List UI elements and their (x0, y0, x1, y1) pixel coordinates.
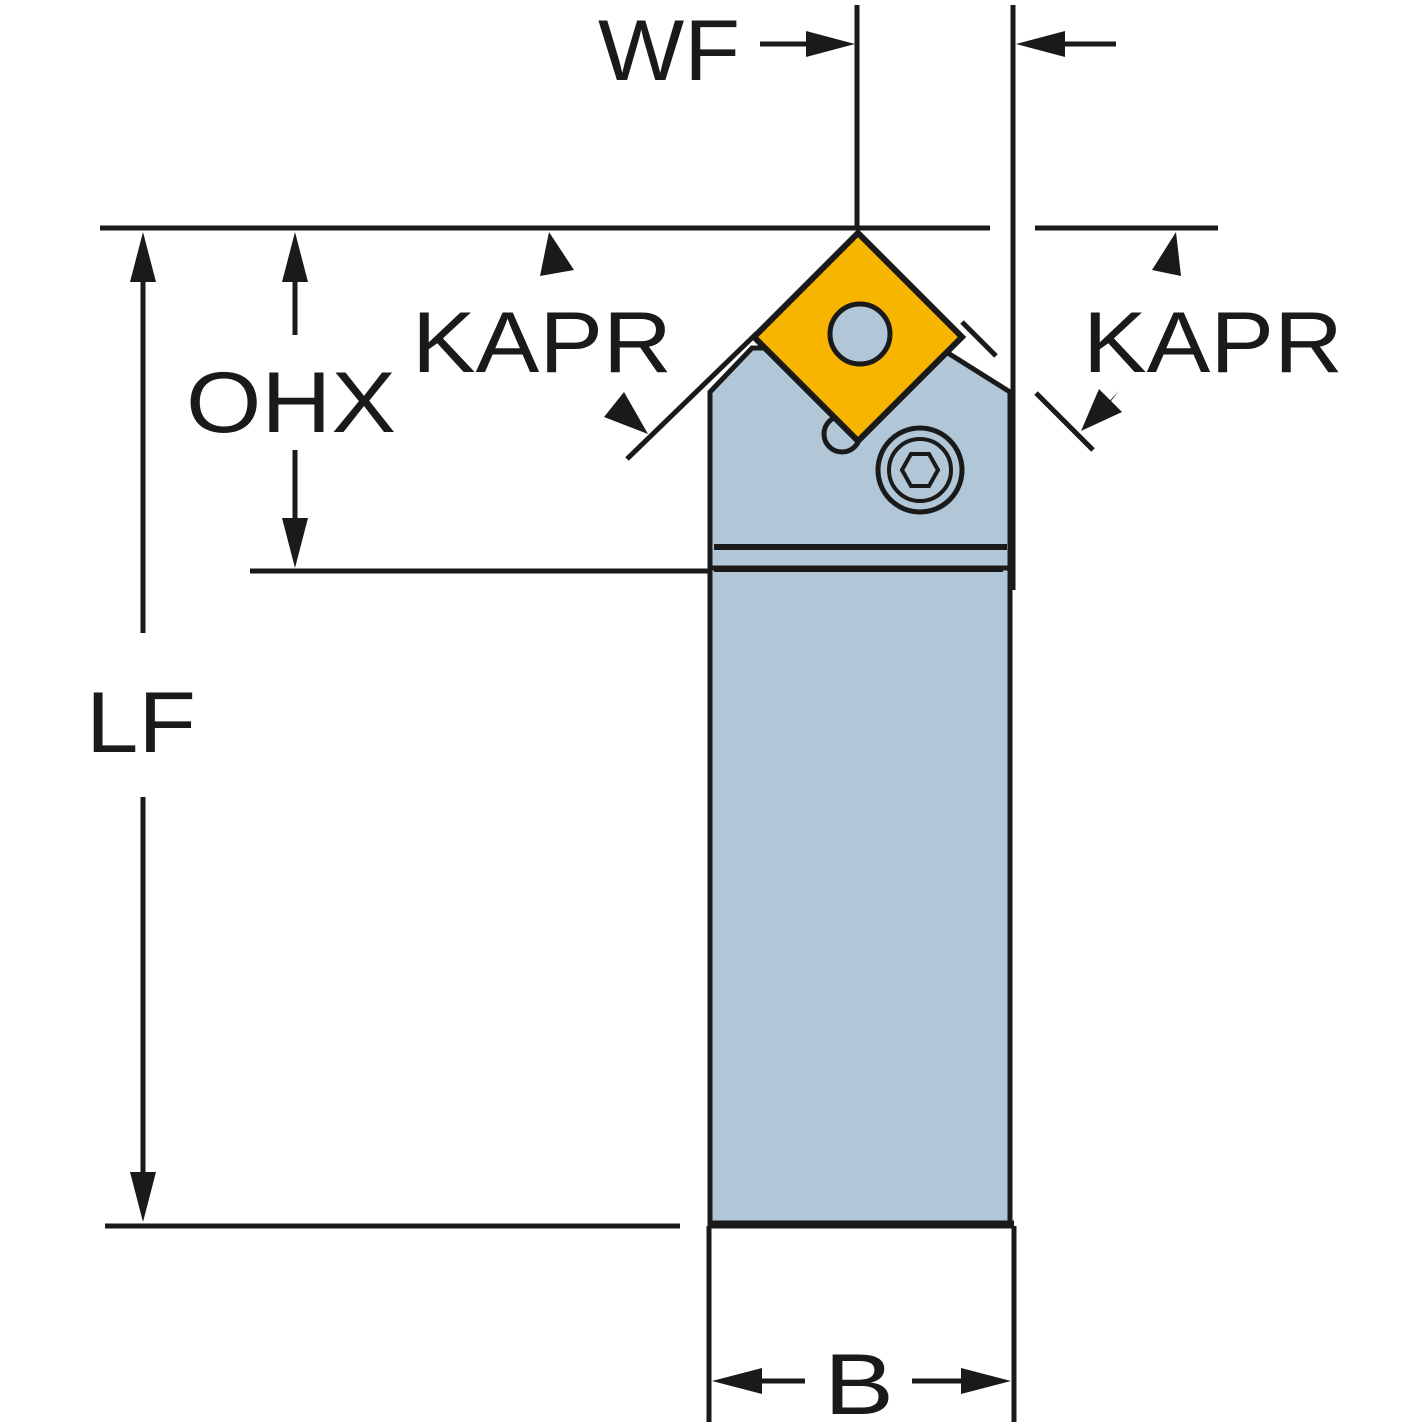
kapr-right-dimension: KAPR (1034, 232, 1343, 452)
square-insert (749, 228, 967, 446)
hex-socket-screw-icon (875, 425, 965, 515)
kapr-right-label: KAPR (1083, 295, 1343, 391)
ohx-label: OHX (186, 355, 396, 451)
kapr-left-dimension: KAPR (412, 232, 759, 461)
kapr-left-label: KAPR (412, 295, 672, 391)
wf-label: WF (598, 3, 740, 99)
lf-dimension: LF (86, 232, 680, 1229)
lf-label: LF (86, 675, 196, 771)
b-dimension: B (706, 1226, 1017, 1427)
insert-center-hole-icon (827, 301, 893, 367)
holder-shank (707, 565, 1013, 1229)
ohx-dimension: OHX (186, 232, 710, 574)
tool-holder (707, 345, 1014, 1229)
insert-edge-extension-right (960, 320, 998, 358)
b-label: B (824, 1337, 894, 1427)
wf-dimension: WF (598, 3, 1116, 590)
